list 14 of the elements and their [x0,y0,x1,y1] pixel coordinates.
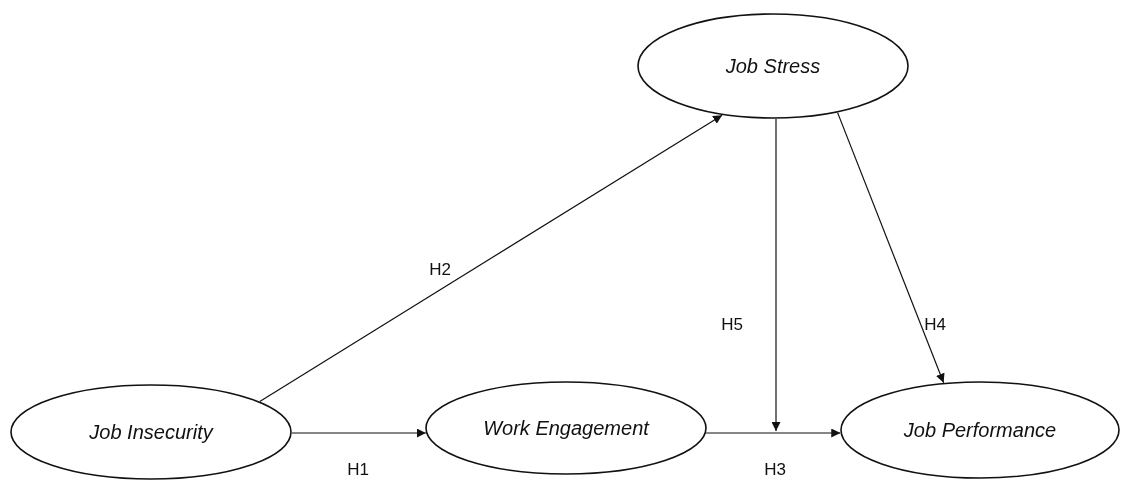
node-label: Job Insecurity [89,420,213,444]
node-label: Job Performance [903,418,1057,442]
arrow [771,118,781,432]
edge-label: H1 [347,460,369,480]
node-label: Job Stress [725,54,821,78]
arrow [837,112,945,384]
edge-label: H4 [924,315,946,335]
edge-label: H3 [764,460,786,480]
arrow [705,428,841,438]
edge-label: H2 [429,260,451,280]
node-label: Work Engagement [483,416,649,440]
arrow [259,114,723,403]
edge-label: H5 [721,315,743,335]
arrow [291,428,427,438]
